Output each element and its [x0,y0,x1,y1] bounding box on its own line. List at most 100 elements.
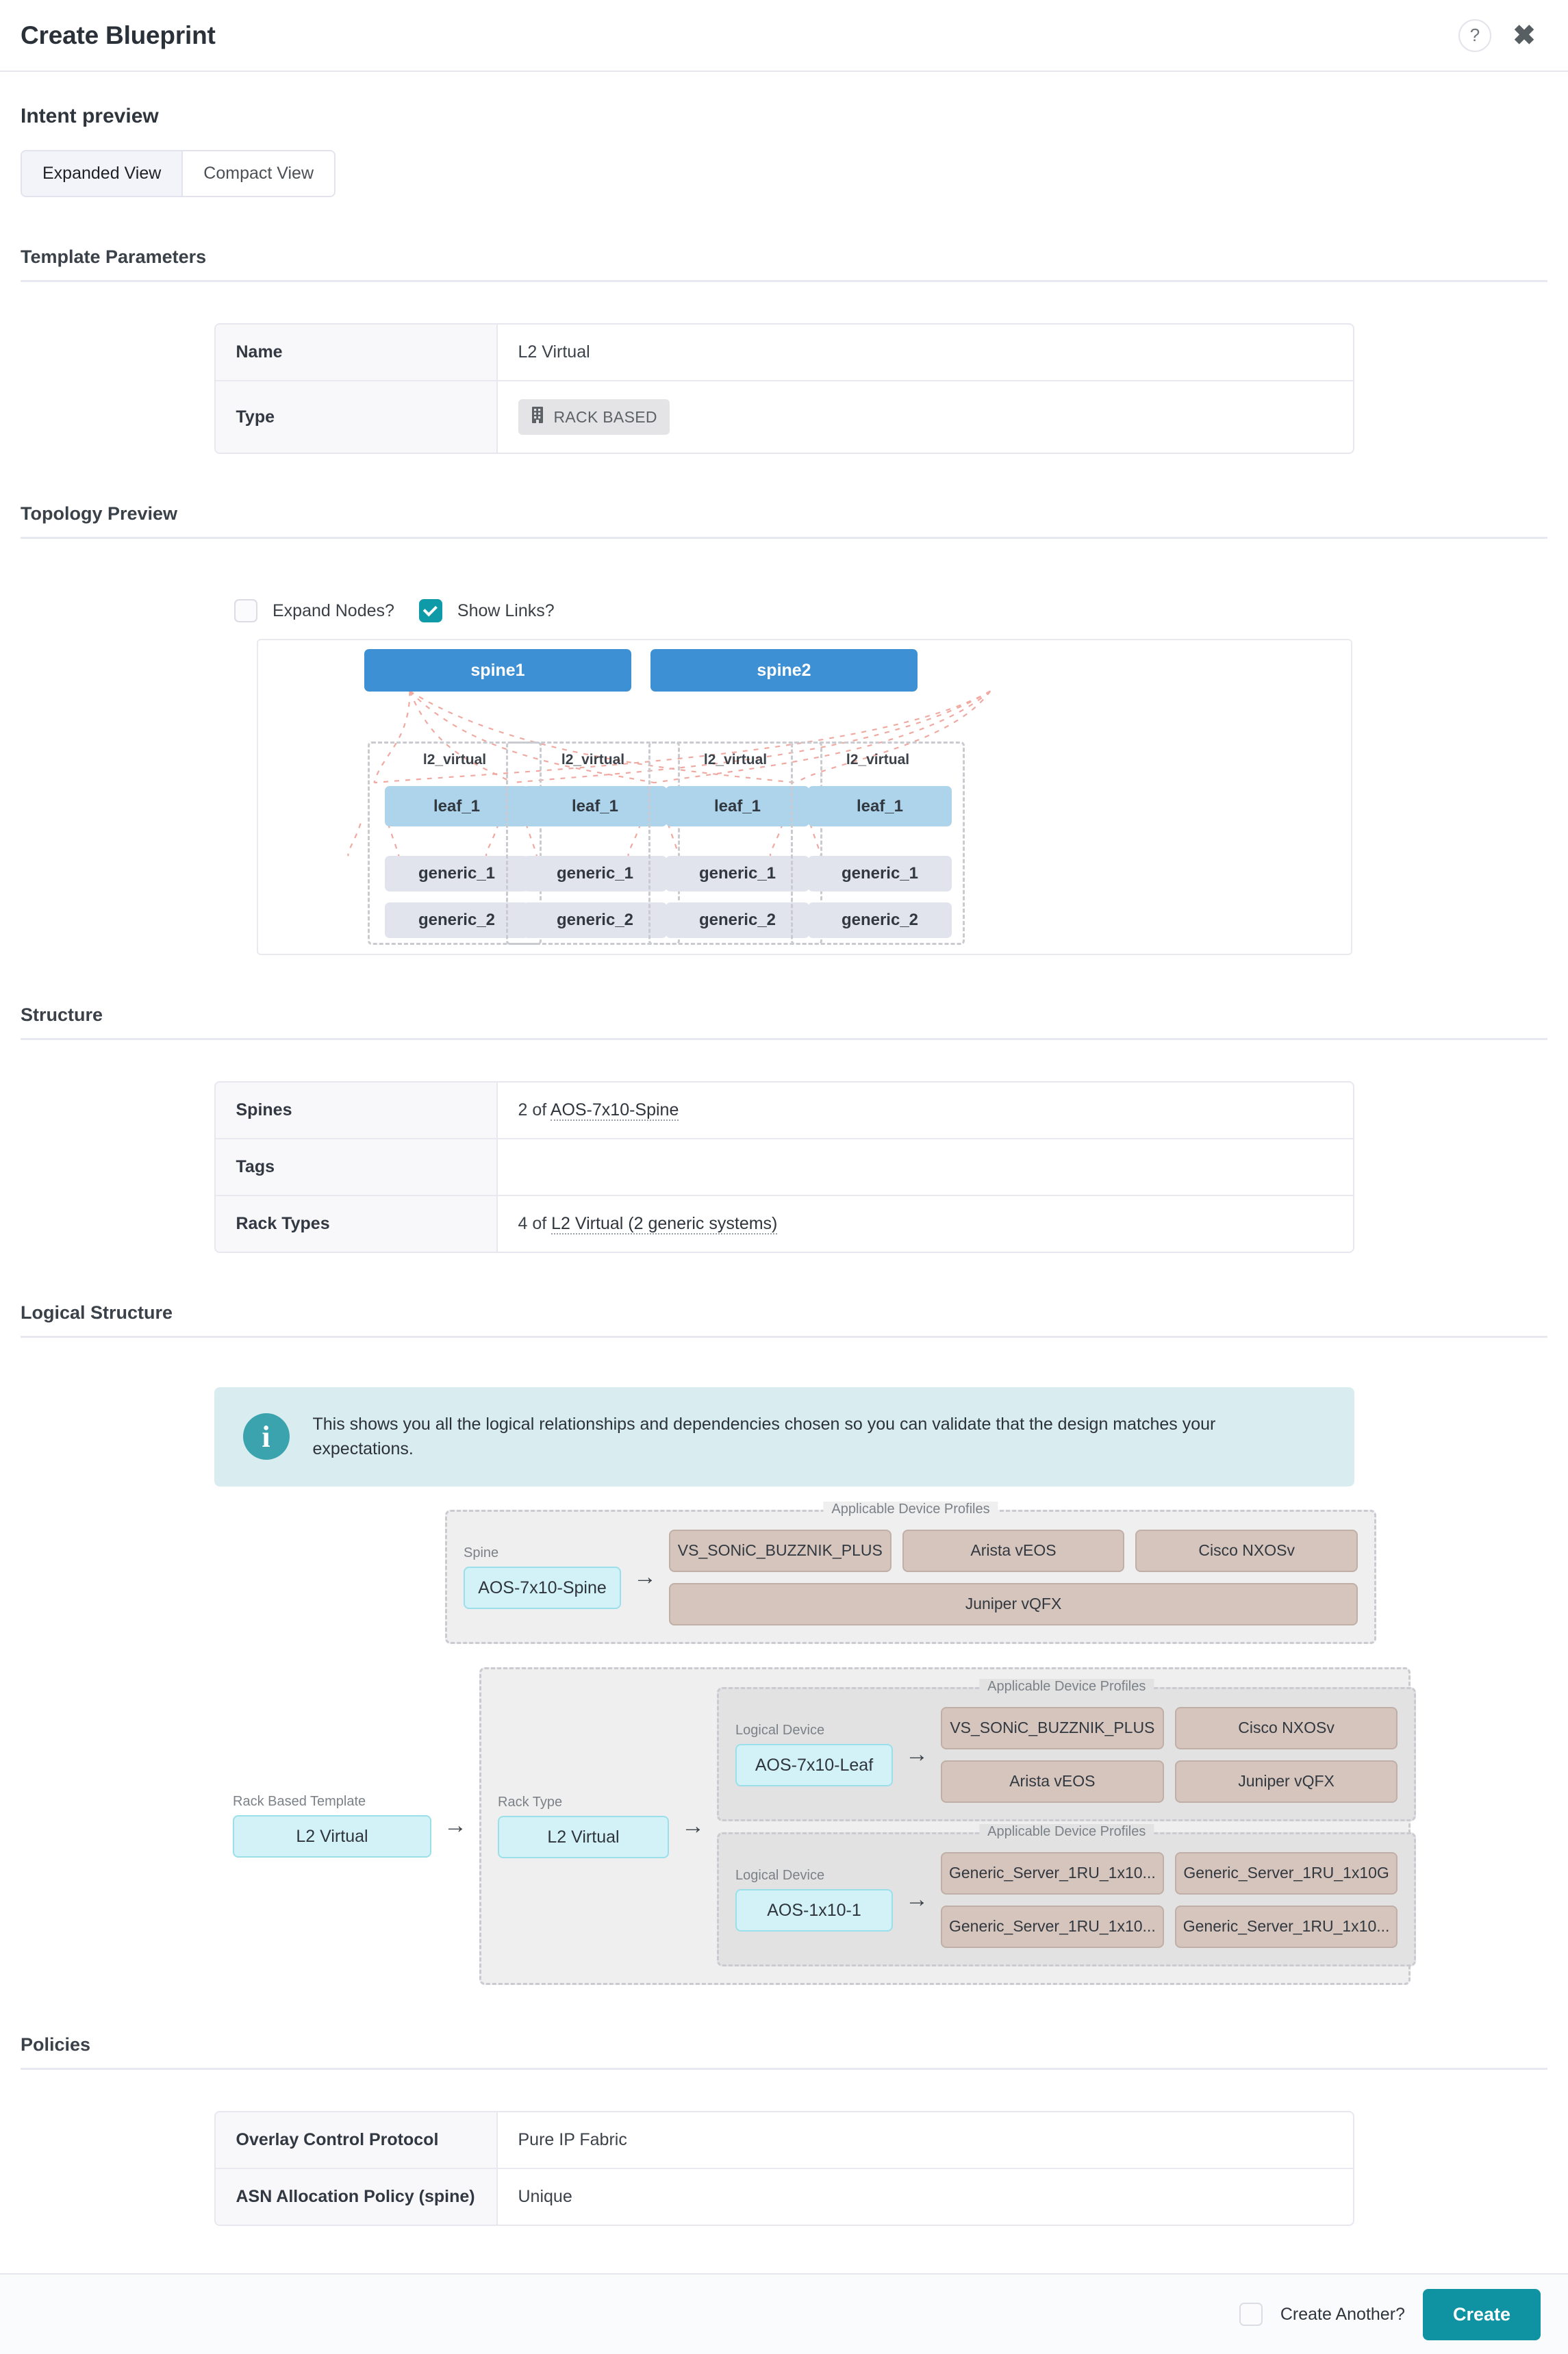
policies-table: Overlay Control Protocol Pure IP Fabric … [214,2110,1354,2226]
header-actions: ? ✖ [1458,18,1538,52]
arrow-icon: → [905,1741,928,1767]
label-expand-nodes: Expand Nodes? [273,600,394,620]
create-button[interactable]: Create [1422,2288,1541,2340]
topology-node-generic[interactable]: generic_1 [523,856,667,891]
topology-node-generic[interactable]: generic_1 [808,856,952,891]
modal-body: Intent preview Expanded View Compact Vie… [0,105,1568,2226]
checkbox-show-links[interactable] [418,599,442,622]
row-key: Name [215,325,498,380]
rack-label: l2_virtual [703,752,768,768]
device-profile[interactable]: Generic_Server_1RU_1x10... [1174,1905,1398,1948]
topology-node-generic[interactable]: generic_2 [666,902,809,938]
table-row: Tags [215,1138,1353,1195]
legend-applicable-device-profiles: Applicable Device Profiles [823,1501,998,1517]
row-value: L2 Virtual [518,342,590,362]
arrow-icon: → [681,1813,705,1839]
topology-node-generic[interactable]: generic_1 [385,856,529,891]
rack-label: l2_virtual [422,752,487,768]
rack-icon [531,406,544,428]
section-template-parameters: Template Parameters [21,246,1547,282]
badge-label: RACK BASED [553,407,657,426]
device-profile[interactable]: Cisco NXOSv [1174,1706,1398,1749]
topology-node-spine2[interactable]: spine2 [650,649,918,692]
leaf-logical-device-block: Applicable Device Profiles Logical Devic… [717,1678,1417,1821]
topology-node-leaf[interactable]: leaf_1 [385,786,529,826]
device-profile[interactable]: Arista vEOS [902,1529,1125,1572]
row-value [497,1138,1353,1195]
label-create-another: Create Another? [1280,2304,1405,2324]
role-label-spine: Spine [464,1545,499,1560]
count-prefix: 2 of [518,1100,551,1119]
checkbox-create-another[interactable] [1239,2303,1263,2326]
topology-node-generic[interactable]: generic_2 [523,902,667,938]
checkbox-expand-nodes[interactable] [234,599,257,622]
topology-node-leaf[interactable]: leaf_1 [808,786,952,826]
topology-node-generic[interactable]: generic_2 [808,902,952,938]
label-rack-type: Rack Type [498,1795,563,1810]
label-show-links: Show Links? [457,600,555,620]
logical-device-leaf[interactable]: AOS-7x10-Leaf [735,1744,893,1786]
info-banner: i This shows you all the logical relatio… [214,1387,1354,1486]
tab-expanded-view[interactable]: Expanded View [22,151,182,196]
row-value: RACK BASED [497,380,1353,453]
rack-type-block: Rack Type L2 Virtual → Applicable Device… [479,1667,1417,1985]
page-title: Create Blueprint [21,21,216,49]
rack-based-template-col: Rack Based Template L2 Virtual [233,1794,431,1858]
device-profile[interactable]: Generic_Server_1RU_1x10... [941,1851,1164,1895]
info-icon: i [242,1413,290,1460]
question-mark-icon[interactable]: ? [1458,18,1491,52]
row-key: Tags [215,1138,498,1195]
section-policies: Policies [21,2034,1547,2070]
status-badge: RACK BASED [518,399,670,435]
arrow-icon: → [444,1812,467,1838]
topology-preview-canvas: spine1 spine2 l2_virtual leaf_1 generic_… [257,639,1352,955]
row-key: ASN Allocation Policy (spine) [215,2167,498,2225]
table-row: Spines 2 of AOS-7x10-Spine [215,1083,1353,1138]
link-rack-type[interactable]: L2 Virtual (2 generic systems) [551,1214,778,1235]
topology-controls: Expand Nodes? Show Links? [234,599,1547,622]
row-key: Spines [215,1083,498,1138]
info-banner-text: This shows you all the logical relations… [312,1415,1216,1459]
device-profile[interactable]: Cisco NXOSv [1135,1529,1358,1572]
intent-preview-title: Intent preview [21,105,159,127]
logical-device-spine[interactable]: AOS-7x10-Spine [464,1567,621,1609]
device-profile[interactable]: Generic_Server_1RU_1x10... [941,1905,1164,1948]
modal-footer: Create Another? Create [0,2273,1568,2354]
link-spine-logical-device[interactable]: AOS-7x10-Spine [550,1100,679,1121]
arrow-icon: → [633,1564,657,1590]
logical-device-server[interactable]: AOS-1x10-1 [735,1889,893,1932]
role-label-logical-device: Logical Device [735,1868,825,1883]
device-profile[interactable]: Arista vEOS [941,1760,1164,1803]
topology-rack-2: l2_virtual leaf_1 generic_1 generic_2 [506,742,680,945]
section-topology-preview: Topology Preview [21,503,1547,539]
template-parameters-table: Name L2 Virtual Type [214,323,1354,454]
rack-based-template-value[interactable]: L2 Virtual [233,1815,431,1858]
section-logical-structure: Logical Structure [21,1302,1547,1338]
count-prefix: 4 of [518,1214,552,1233]
topology-node-leaf[interactable]: leaf_1 [523,786,667,826]
label-rack-based-template: Rack Based Template [233,1794,366,1809]
device-profile[interactable]: Juniper vQFX [1174,1760,1398,1803]
device-profile[interactable]: VS_SONiC_BUZZNIK_PLUS [669,1529,892,1572]
rack-type-value[interactable]: L2 Virtual [498,1816,669,1858]
close-icon[interactable]: ✖ [1513,20,1536,51]
modal-header: Create Blueprint ? ✖ [0,0,1568,72]
device-profile[interactable]: Generic_Server_1RU_1x10G [1174,1851,1398,1895]
device-profile[interactable]: VS_SONiC_BUZZNIK_PLUS [941,1706,1164,1749]
role-label-logical-device: Logical Device [735,1723,825,1738]
tab-compact-view[interactable]: Compact View [181,151,334,196]
rack-logical-block: Rack Based Template L2 Virtual → Rack Ty… [233,1667,1547,1985]
topology-node-generic[interactable]: generic_1 [666,856,809,891]
topology-node-spine1[interactable]: spine1 [364,649,631,692]
table-row: Overlay Control Protocol Pure IP Fabric [215,2112,1353,2168]
topology-rack-3: l2_virtual leaf_1 generic_1 generic_2 [648,742,822,945]
row-key: Overlay Control Protocol [215,2112,498,2168]
topology-rack-1: l2_virtual leaf_1 generic_1 generic_2 [368,742,542,945]
topology-node-generic[interactable]: generic_2 [385,902,529,938]
topology-node-leaf[interactable]: leaf_1 [666,786,809,826]
topology-rack-4: l2_virtual leaf_1 generic_1 generic_2 [791,742,965,945]
spine-logical-block: Applicable Device Profiles Spine AOS-7x1… [445,1501,1376,1644]
device-profile[interactable]: Juniper vQFX [669,1582,1358,1625]
table-row: Rack Types 4 of L2 Virtual (2 generic sy… [215,1195,1353,1252]
